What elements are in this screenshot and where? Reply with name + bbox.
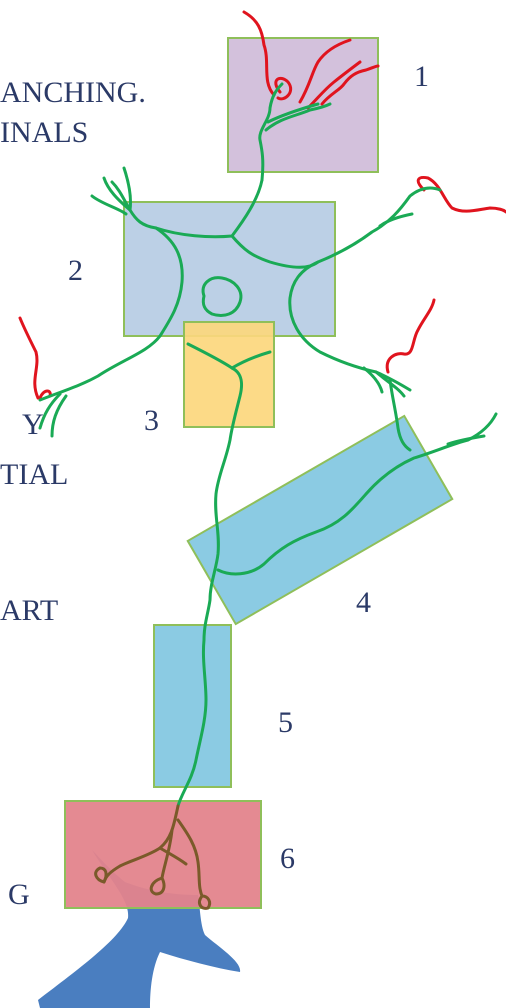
region-number-6: 6 [280,842,295,875]
region-number-1: 1 [414,60,429,93]
side-text-1: ANCHING. [0,76,146,109]
side-text-4: TIAL [0,458,68,491]
region-1-box [228,38,378,172]
region-number-2: 2 [68,254,83,287]
side-text-5: ART [0,594,58,627]
region-number-5: 5 [278,706,293,739]
neuron-sketch [40,84,496,806]
side-text-2: INALS [0,116,88,149]
region-5-box [154,625,231,787]
region-number-3: 3 [144,404,159,437]
side-text-6: G [8,878,30,911]
region-number-4: 4 [356,586,371,619]
region-3-box [184,322,274,427]
side-text-3: Y [22,408,44,441]
region-2-box [124,202,335,336]
